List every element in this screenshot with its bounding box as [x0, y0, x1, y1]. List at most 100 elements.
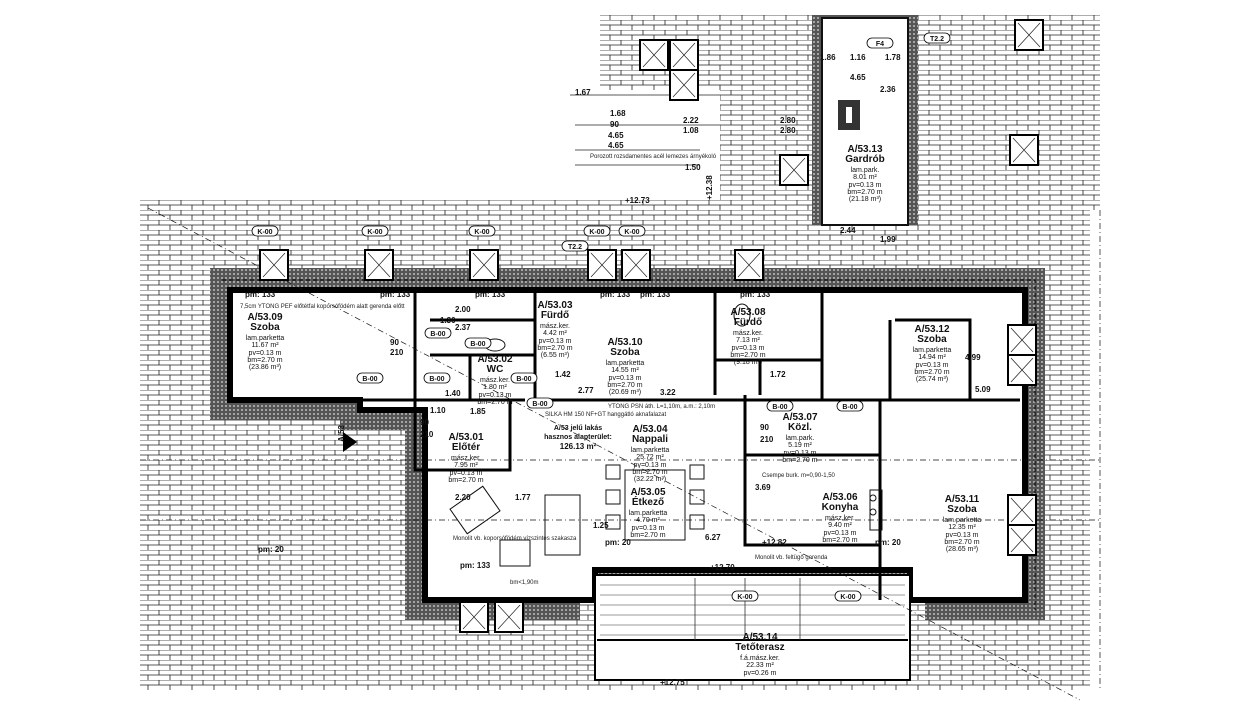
room-volume: (23.86 m³) — [249, 364, 281, 371]
apartment-summary: A/53 jelű lakás hasznos alapterület: 126… — [544, 425, 612, 451]
room-bm: bm=2.70 m — [944, 539, 979, 546]
dimension-label: 1.10 — [430, 406, 446, 415]
annotation-note: Csempe burk. m=0,90-1,50 — [762, 473, 836, 479]
skylight-window — [259, 249, 289, 281]
room-floor: mász.ker. — [733, 330, 763, 337]
skylight-window — [587, 249, 617, 281]
skylight-window — [734, 249, 764, 281]
apartment-area: 126.13 m² — [560, 442, 597, 451]
room-name: Nappali — [632, 434, 668, 445]
room-floor: lam.parketta — [631, 447, 670, 454]
room-bm: bm=2.70 m — [730, 352, 765, 359]
dimension-label: 1.42 — [555, 370, 571, 379]
dimension-label: 2.20 — [455, 493, 471, 502]
dimension-label: 1.40 — [445, 389, 461, 398]
skylight-window — [459, 601, 489, 633]
room-area: 7.13 m² — [736, 337, 760, 344]
room-floor: mász.ker. — [451, 455, 481, 462]
skylight-window — [639, 39, 669, 71]
door-tag: B-00 — [510, 372, 538, 384]
door-tag: B-00 — [424, 327, 452, 339]
room-code: A/53.05 — [630, 487, 665, 498]
room-name: Előtér — [452, 442, 480, 453]
dimension-label: 3.69 — [755, 483, 771, 492]
skylight-window — [669, 69, 699, 101]
door-tag: T2.2 — [923, 32, 951, 44]
sill-height-label: pm: 20 — [258, 545, 284, 554]
dimension-label: 2.80 — [780, 116, 796, 125]
skylight-window — [1007, 524, 1037, 556]
door-tag-text: B-00 — [772, 404, 787, 411]
internal-walls — [230, 290, 1020, 600]
room-pv: pv=0.13 m — [609, 375, 642, 382]
room-floor: mász.ker. — [480, 377, 510, 384]
door-tag-text: K-00 — [367, 229, 382, 236]
dimension-label: 2.00 — [455, 305, 471, 314]
sill-height-label: pm: 20 — [875, 538, 901, 547]
room-volume: (6.55 m³) — [541, 352, 569, 359]
room-bm: bm=2.70 m — [847, 189, 882, 196]
dimension-label: 2.44 — [840, 226, 856, 235]
annotation-note: Monolit vb. feltügő gerenda — [755, 555, 828, 561]
room-floor: lam.parketta — [606, 360, 645, 367]
dimension-label: 1.78 — [885, 53, 901, 62]
room-pv: pv=0.26 m — [744, 670, 777, 677]
annotation-note: 7,5cm YTONG PEF előtétfal koporsófödém a… — [240, 304, 405, 310]
dimension-label: 1.99 — [880, 235, 896, 244]
room-area: 25.72 m² — [636, 454, 664, 461]
room-bm: bm=2.70 m — [822, 537, 857, 544]
room-volume: (25.74 m³) — [916, 376, 948, 383]
annotation-note: Monolit vb. koporsófödém vízszintes szak… — [453, 536, 577, 542]
skylight-window — [779, 154, 809, 186]
room-name: Közl. — [788, 422, 812, 433]
dimension-label: 2.37 — [455, 323, 471, 332]
room-bm: bm=2.70 m — [247, 357, 282, 364]
sill-height-label: pm: 133 — [475, 290, 506, 299]
dimension-label: 1.16 — [850, 53, 866, 62]
room-pv: pv=0.13 m — [946, 532, 979, 539]
door-tag-text: K-00 — [474, 229, 489, 236]
door-tag-text: B-00 — [430, 331, 445, 338]
room-bm: bm=2.70 m — [477, 399, 512, 406]
dimension-label: 4.65 — [608, 131, 624, 140]
dimension-label: 4.65 — [850, 73, 866, 82]
room-area: 8.01 m² — [853, 174, 877, 181]
door-tag-text: B-00 — [516, 376, 531, 383]
level-mark: +12.38 — [705, 175, 714, 200]
sill-height-label: pm: 133 — [600, 290, 631, 299]
room-area: 1.80 m² — [483, 384, 507, 391]
dimension-label: 2.77 — [578, 386, 594, 395]
room-code: A/53.07 — [782, 412, 817, 423]
room-pv: pv=0.13 m — [732, 345, 765, 352]
room-area: 4.70 m² — [636, 517, 660, 524]
room-floor: lam.park. — [786, 435, 815, 442]
dimension-label: 1.72 — [770, 370, 786, 379]
room-code: A/53.11 — [945, 494, 980, 505]
dimension-label: 1.50 — [685, 163, 701, 172]
room-pv: pv=0.13 m — [784, 450, 817, 457]
room-name: Szoba — [947, 504, 977, 515]
room-code: A/53.03 — [537, 300, 572, 311]
door-tag: K-00 — [583, 225, 611, 237]
door-tag: B-00 — [836, 400, 864, 412]
annotation-note: YTONG PSN áth. L=1,10m, a.m.: 2,10m — [608, 404, 715, 410]
room-code: A/53.02 — [477, 354, 512, 365]
dimension-label: 90 — [390, 338, 399, 347]
dimension-label: 6.27 — [705, 533, 721, 542]
room-area: 5.19 m² — [788, 442, 812, 449]
dimension-label: 210 — [760, 435, 774, 444]
room-pv: pv=0.13 m — [849, 182, 882, 189]
skylight-window — [621, 249, 651, 281]
entrance-tag: A/53 — [337, 425, 346, 442]
door-tag: B-00 — [356, 372, 384, 384]
level-mark: +12.82 — [762, 538, 787, 547]
room-name: Étkező — [632, 495, 664, 508]
room-name: Tetőterasz — [735, 642, 784, 653]
skylight-window — [364, 249, 394, 281]
room-floor: lam.parketta — [629, 510, 668, 517]
